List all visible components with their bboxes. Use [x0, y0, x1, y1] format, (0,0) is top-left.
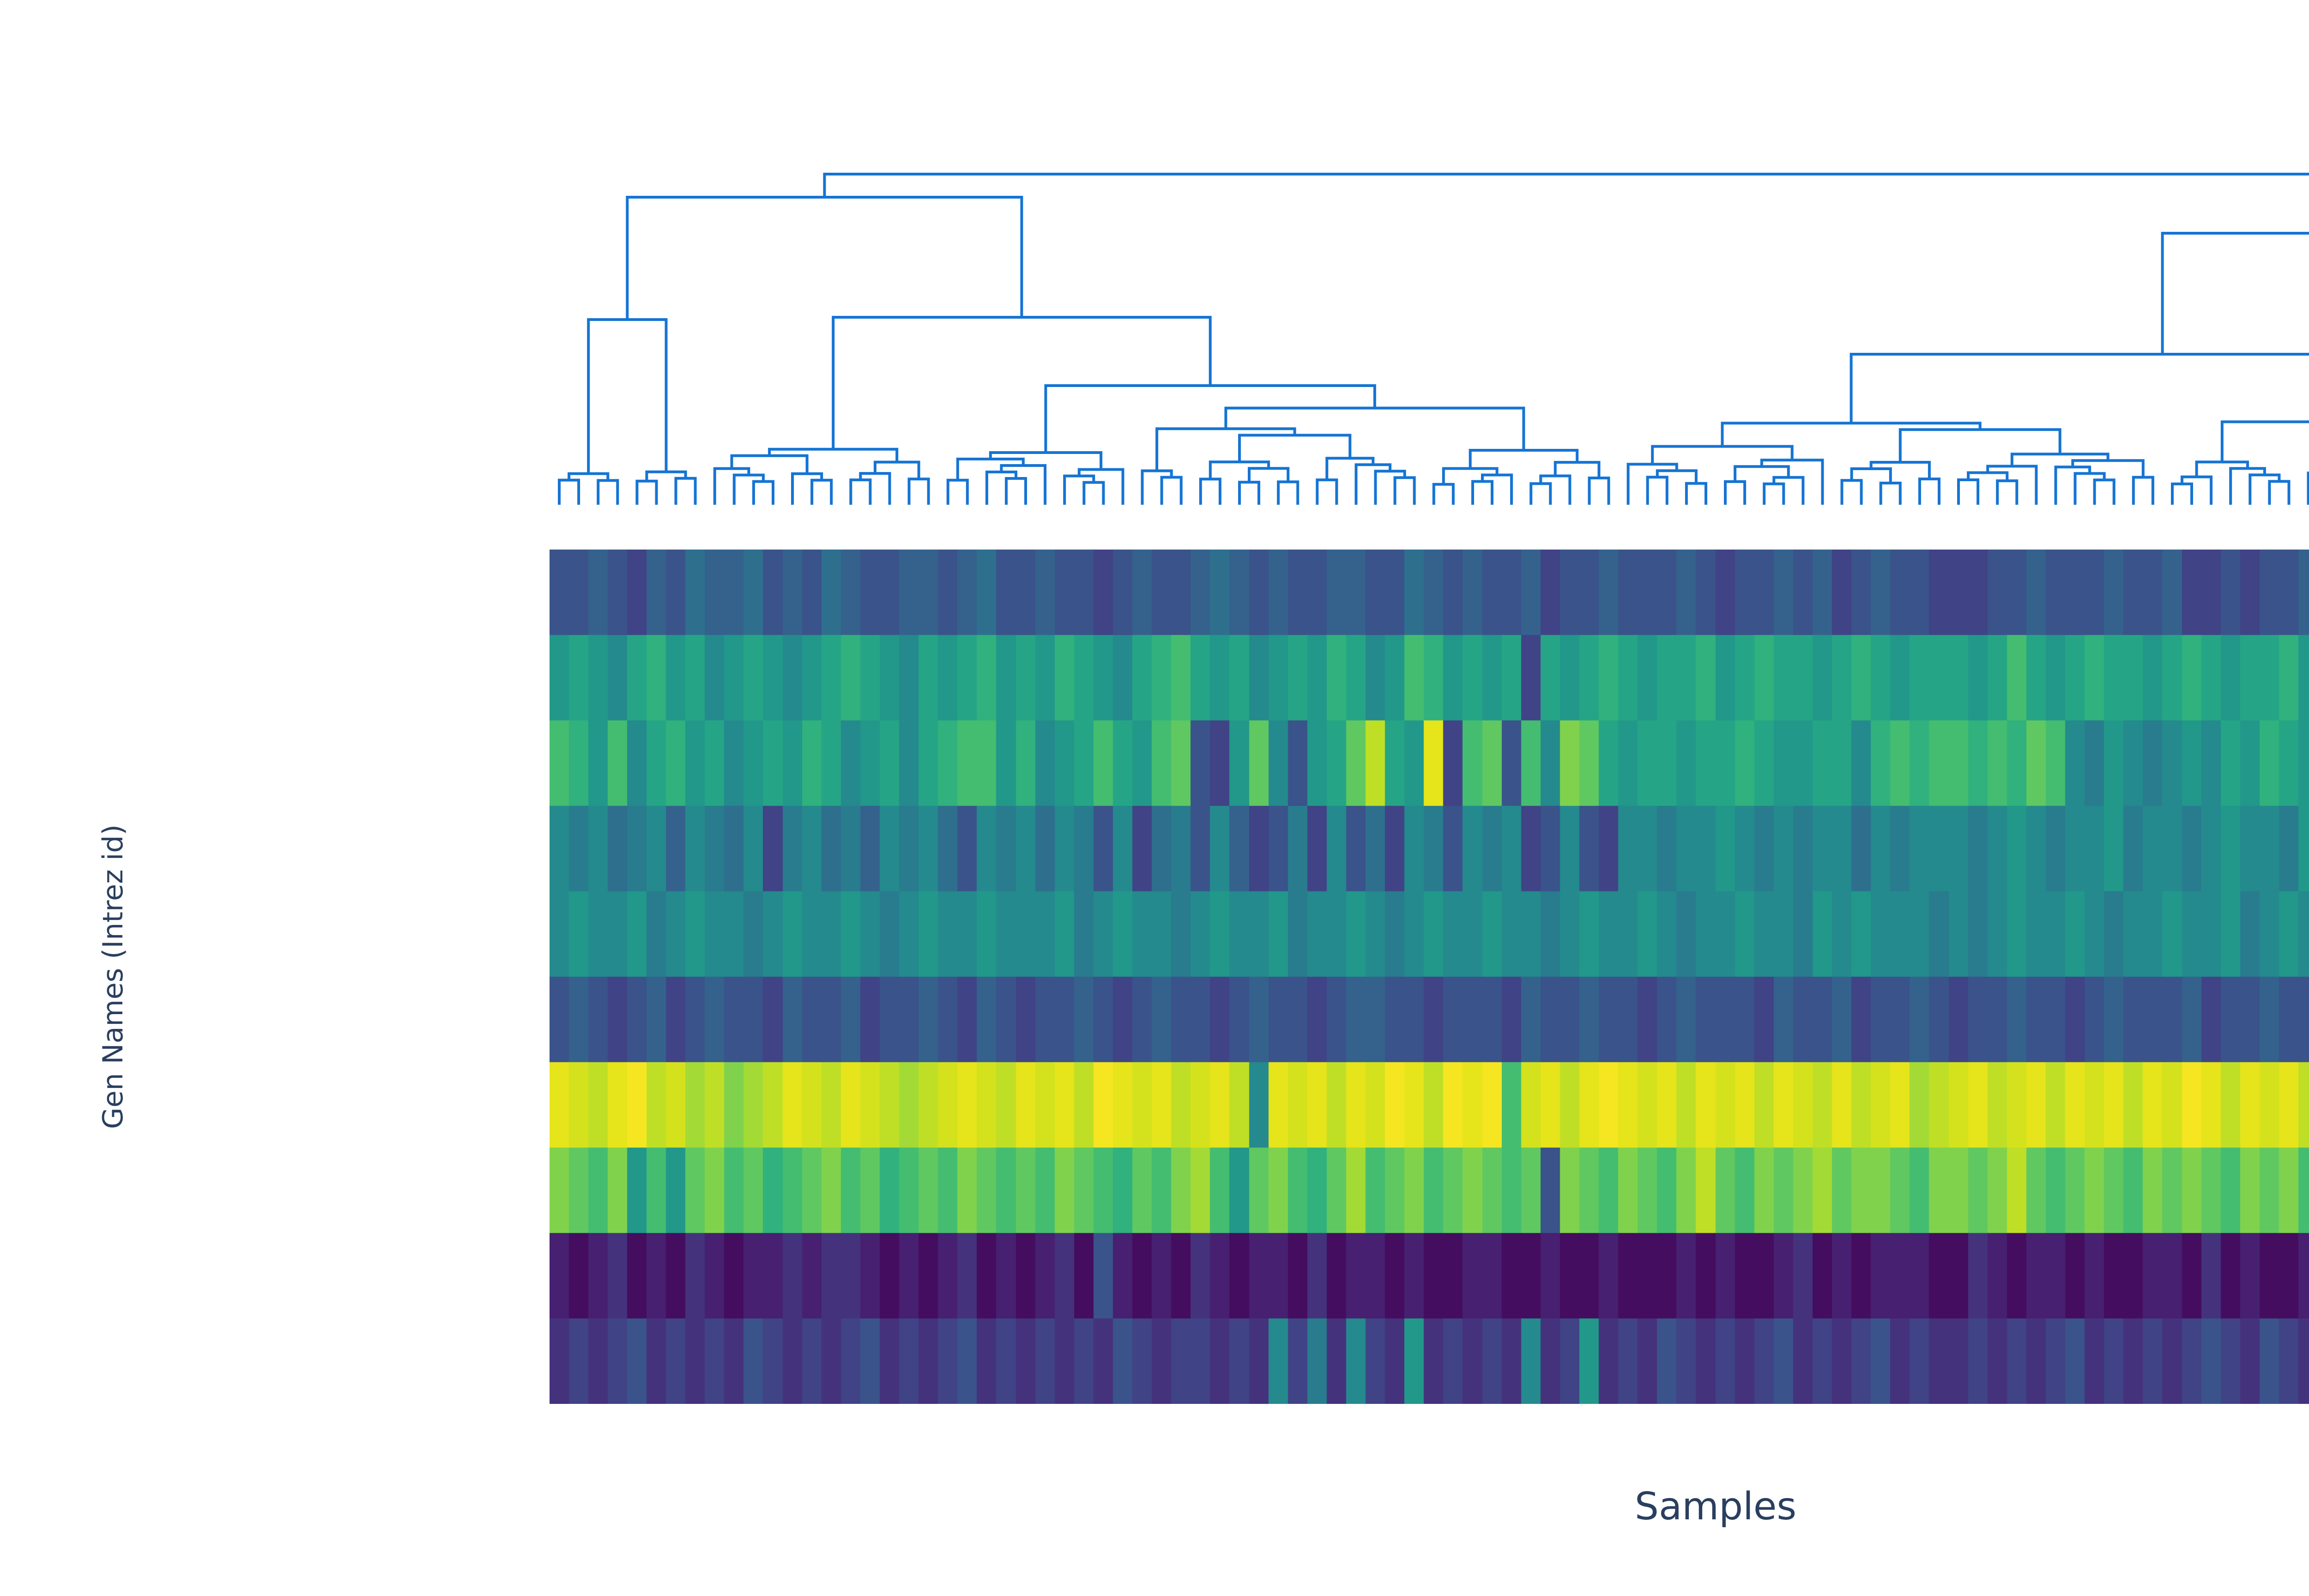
- heatmap[interactable]: [550, 550, 2309, 1404]
- dendrogram-links[interactable]: [558, 173, 2309, 505]
- x-axis-title: Samples: [1634, 1485, 1797, 1529]
- dendrogram[interactable]: [550, 156, 2309, 509]
- y-axis-title: Gen Names (Intrez id): [97, 824, 129, 1129]
